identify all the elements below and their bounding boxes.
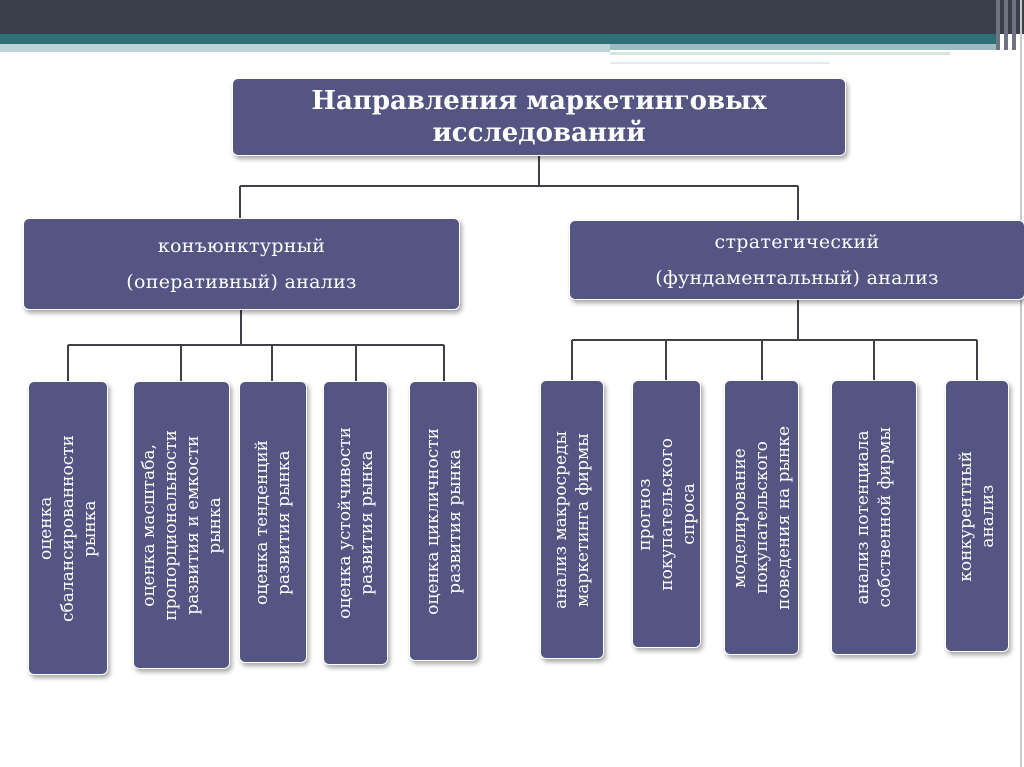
header-bar (0, 0, 1024, 34)
leaf-demand-forecast: прогноз покупательского спроса (632, 380, 701, 648)
leaf-line: оценка устойчивости (334, 427, 355, 619)
leaf-line: развития рынка (274, 449, 294, 595)
leaf-line: развития и емкости (182, 435, 203, 615)
leaf-line: оценка цикличности (422, 427, 443, 615)
header-teal-band (0, 34, 1000, 44)
leaf-line: анализ потенциала (853, 430, 873, 605)
right-edge-line (1020, 0, 1022, 767)
leaf-market-balance: оценка сбалансированности рынка (28, 381, 108, 675)
branch-left-line-2: (оперативный) анализ (126, 271, 357, 293)
leaf-line: оценка тенденций (252, 439, 272, 605)
leaf-line: покупательского (656, 437, 677, 591)
branch-left: конъюнктурный (оперативный) анализ (23, 218, 460, 310)
leaf-line: анализ (978, 484, 998, 548)
leaf-line: оценка масштаба, (138, 443, 159, 607)
leaf-line: сбалансированности (58, 434, 78, 622)
leaf-macro-environment: анализ макросреды маркетинга фирмы (540, 380, 604, 659)
header-stripe (1004, 0, 1008, 50)
leaf-market-cyclicity: оценка цикличности развития рынка (409, 381, 478, 661)
branch-right-line-2: (фундаментальный) анализ (655, 267, 939, 289)
leaf-firm-potential: анализ потенциала собственной фирмы (831, 380, 917, 655)
branch-right-line-1: стратегический (714, 231, 880, 253)
header-light-band-right (610, 44, 1000, 50)
leaf-line: поведения на рынке (773, 425, 794, 610)
leaf-line: оценка (36, 496, 56, 560)
leaf-line: анализ макросреды (551, 430, 571, 609)
title-line-2: исследований (432, 118, 646, 148)
connector-right (571, 300, 978, 380)
title-line-1: Направления маркетинговых (311, 86, 767, 116)
leaf-line: рынка (204, 496, 225, 554)
leaf-line: развития рынка (444, 448, 465, 594)
leaf-line: прогноз (634, 477, 655, 551)
leaf-line: маркетинга фирмы (573, 432, 593, 607)
connector-root (239, 156, 799, 220)
header-light-band (0, 44, 610, 52)
branch-left-line-1: конъюнктурный (157, 235, 326, 257)
branch-right: стратегический (фундаментальный) анализ (569, 220, 1024, 300)
header-stripe (1012, 0, 1016, 50)
leaf-market-stability: оценка устойчивости развития рынка (323, 381, 388, 665)
header-thin-line (610, 52, 950, 55)
leaf-line: моделирование (729, 447, 750, 588)
leaf-line: покупательского (751, 441, 772, 594)
leaf-line: конкурентный (956, 450, 976, 582)
leaf-market-scale: оценка масштаба, пропорциональности разв… (133, 381, 230, 669)
header-thin-line-2 (610, 62, 830, 64)
leaf-line: собственной фирмы (875, 427, 895, 608)
leaf-competitive-analysis: конкурентный анализ (945, 380, 1009, 652)
leaf-market-trends: оценка тенденций развития рынка (239, 381, 307, 663)
leaf-line: развития рынка (356, 450, 377, 596)
diagram-title: Направления маркетинговых исследований (232, 78, 846, 156)
leaf-line: спроса (678, 483, 699, 545)
header-stripe (996, 0, 1000, 50)
connector-left (67, 309, 445, 382)
leaf-line: пропорциональности (160, 429, 181, 621)
leaf-behavior-modeling: моделирование покупательского поведения … (724, 380, 799, 655)
leaf-line: рынка (80, 499, 100, 557)
